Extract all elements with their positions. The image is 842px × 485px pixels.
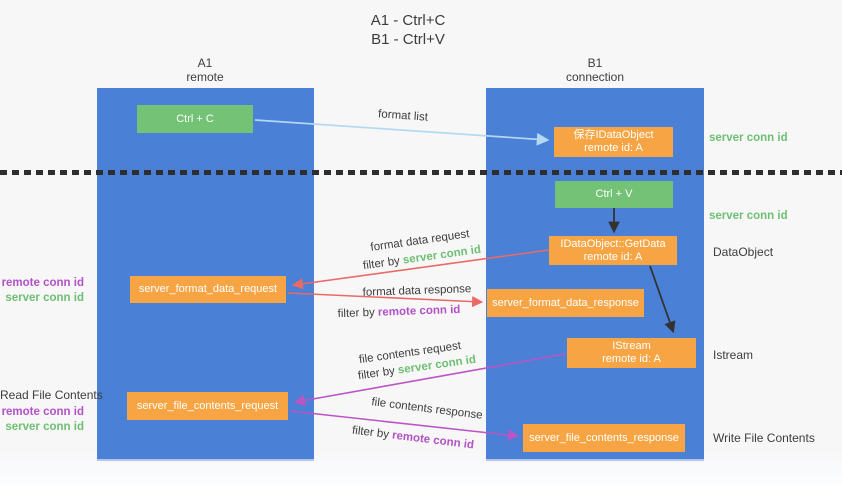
box-getdata-line1: IDataObject::GetData: [560, 237, 666, 250]
box-istream-line2: remote id: A: [602, 353, 661, 365]
filter-highlight-remote-conn-id: remote conn id: [391, 429, 475, 452]
label-format-list-text: format list: [377, 108, 429, 124]
label-server-conn-id-mid-right: server conn id: [709, 210, 788, 222]
title-line-1: A1 - Ctrl+C: [370, 12, 446, 29]
box-server-file-contents-response: server_file_contents_response: [523, 424, 685, 452]
filter-prefix: filter by: [351, 424, 393, 442]
label-format-list: format list: [378, 108, 429, 123]
box-save-idataobject: 保存IDataObject remote id: A: [554, 127, 673, 157]
filter-prefix: filter by: [337, 306, 379, 321]
label-read-file-contents: Read File Contents: [0, 388, 103, 402]
label-file-contents-response-text: file contents response: [370, 396, 484, 422]
label-istream: Istream: [713, 348, 754, 362]
label-remote-conn-id-left-2: remote conn id: [1, 406, 84, 418]
label-server-conn-id-top-right: server conn id: [709, 132, 788, 144]
lane-header-b1: B1 connection: [535, 56, 655, 84]
box-file-response-label: server_file_contents_response: [529, 431, 679, 444]
box-ctrl-c-label: Ctrl + C: [176, 112, 214, 125]
box-istream: IStream remote id: A: [567, 338, 696, 368]
lane-a1-role: remote: [186, 70, 224, 84]
diagram-title: A1 - Ctrl+C B1 - Ctrl+V: [0, 11, 816, 49]
filter-prefix: filter by: [362, 254, 404, 273]
label-dataobject: DataObject: [713, 245, 774, 259]
label-format-data-response: format data response: [362, 283, 471, 299]
label-filter-by-remote-2: filter by remote conn id: [351, 425, 474, 452]
title-line-2: B1 - Ctrl+V: [371, 31, 445, 48]
box-getdata-line2: remote id: A: [583, 250, 643, 263]
box-server-format-data-request: server_format_data_request: [130, 276, 286, 303]
filter-prefix: filter by: [357, 364, 399, 383]
machine-boundary-dashed-line: [0, 170, 842, 175]
label-filter-by-remote-1: filter by remote conn id: [337, 304, 460, 320]
box-format-request-label: server_format_data_request: [138, 283, 278, 295]
box-format-response-label: server_format_data_response: [492, 296, 639, 309]
label-format-data-response-text: format data response: [362, 283, 472, 299]
label-server-conn-id-left-1: server conn id: [5, 292, 84, 304]
label-remote-conn-id-left-1: remote conn id: [1, 277, 84, 289]
label-file-contents-response: file contents response: [371, 396, 484, 422]
box-save-idataobject-line2: remote id: A: [584, 142, 643, 154]
box-server-file-contents-request: server_file_contents_request: [127, 392, 288, 420]
box-idataobject-getdata: IDataObject::GetData remote id: A: [549, 236, 677, 265]
label-write-file-contents: Write File Contents: [713, 431, 815, 445]
lane-b1-name: B1: [587, 56, 603, 70]
lane-b1-role: connection: [565, 70, 625, 84]
lane-header-a1: A1 remote: [145, 56, 265, 84]
label-server-conn-id-left-2: server conn id: [5, 421, 84, 433]
filter-highlight-remote-conn-id: remote conn id: [377, 303, 461, 319]
box-save-idataobject-line1: 保存IDataObject: [573, 129, 654, 141]
lane-a1-name: A1: [197, 56, 213, 70]
box-server-format-data-response: server_format_data_response: [487, 289, 644, 317]
box-file-request-label: server_file_contents_request: [136, 399, 279, 412]
box-ctrl-c: Ctrl + C: [137, 105, 253, 133]
box-ctrl-v: Ctrl + V: [555, 181, 673, 208]
box-istream-line1: IStream: [612, 340, 651, 352]
box-ctrl-v-label: Ctrl + V: [595, 188, 633, 200]
